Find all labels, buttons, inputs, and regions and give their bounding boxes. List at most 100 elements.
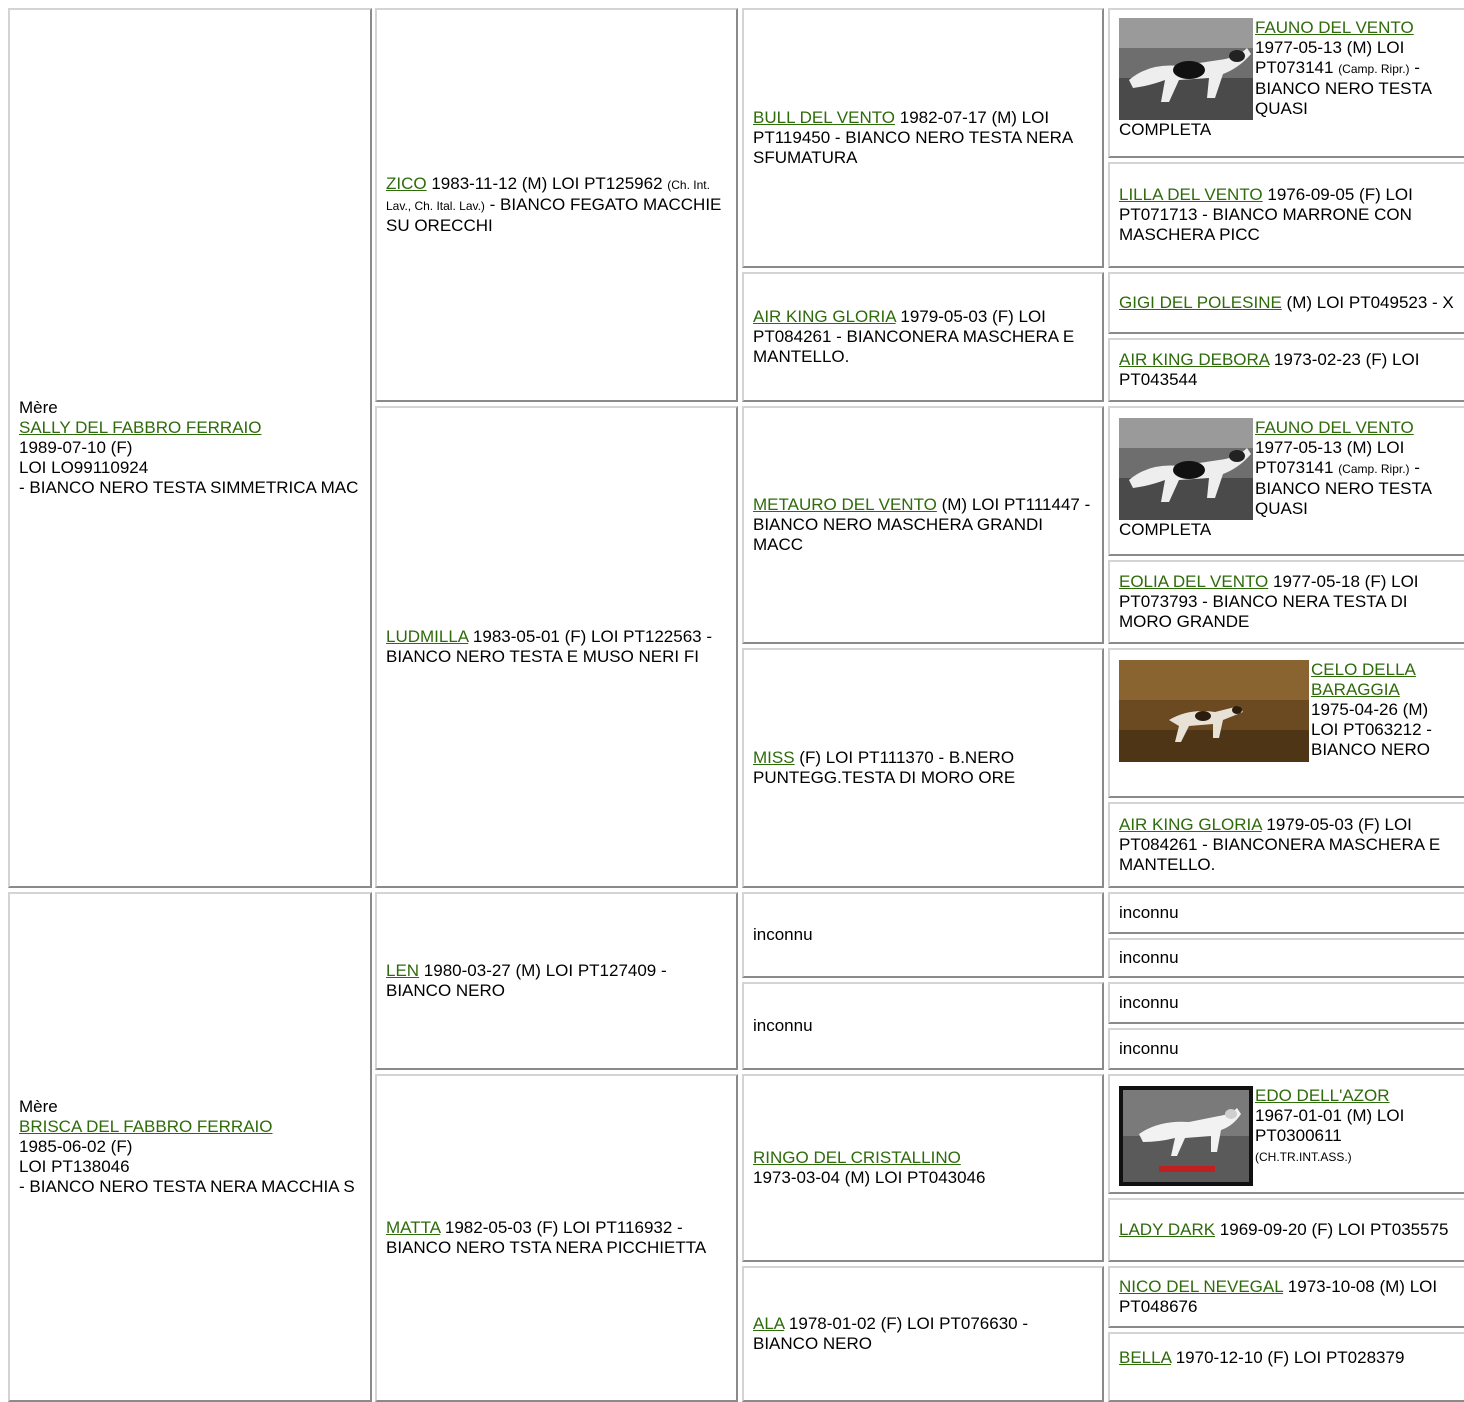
dog-description: - BIANCO NERO TESTA QUASI <box>1255 458 1432 518</box>
description: - BIANCO NERO TESTA SIMMETRICA MAC <box>19 478 359 497</box>
dog-name-link[interactable]: BULL DEL VENTO <box>753 108 896 127</box>
birth-date: 1989-07-10 (F) <box>19 438 133 457</box>
pedigree-cell-g4-unknown: inconnu <box>1108 892 1464 934</box>
unknown-text: inconnu <box>753 925 813 944</box>
dog-entry: ZICO 1983-11-12 (M) LOI PT125962 (Ch. In… <box>386 174 727 236</box>
dog-details: 1979-05-03 (F) LOI PT084261 - BIANCONERA… <box>1119 815 1441 874</box>
dog-name-link[interactable]: MISS <box>753 748 795 767</box>
pedigree-cell-g4-unknown: inconnu <box>1108 938 1464 978</box>
dog-details: 1973-02-23 (F) LOI PT043544 <box>1119 350 1420 389</box>
pedigree-cell-g3-unknown: inconnu <box>742 982 1104 1070</box>
dog-name-link[interactable]: MATTA <box>386 1218 441 1237</box>
dog-titles: (Ch. Int. Lav., Ch. Ital. Lav.) <box>386 178 710 213</box>
dog-name-link[interactable]: NICO DEL NEVEGAL <box>1119 1277 1284 1296</box>
dog-photo[interactable] <box>1119 18 1253 120</box>
dog-entry: LADY DARK 1969-09-20 (F) LOI PT035575 <box>1119 1220 1455 1240</box>
pedigree-cell-g4-unknown: inconnu <box>1108 1028 1464 1070</box>
dog-details: 1973-10-08 (M) LOI PT048676 <box>1119 1277 1438 1316</box>
dog-name-link[interactable]: EDO DELL'AZOR <box>1255 1086 1390 1105</box>
dog-photo[interactable] <box>1119 660 1309 762</box>
pedigree-cell-g3: MISS (F) LOI PT111370 - B.NERO PUNTEGG.T… <box>742 648 1104 888</box>
dog-details: 1967-01-01 (M) LOI PT0300611 <box>1255 1106 1405 1145</box>
dog-name-link[interactable]: SALLY DEL FABBRO FERRAIO <box>19 418 262 437</box>
dog-name-link[interactable]: BRISCA DEL FABBRO FERRAIO <box>19 1117 273 1136</box>
mother-label: Mère <box>19 1097 58 1116</box>
dog-name-link[interactable]: GIGI DEL POLESINE <box>1119 293 1282 312</box>
dog-name-link[interactable]: ZICO <box>386 174 427 193</box>
dog-entry: EDO DELL'AZOR 1967-01-01 (M) LOI PT03006… <box>1119 1086 1455 1186</box>
dog-details: 1975-04-26 (M) LOI PT063212 - BIANCO NER… <box>1311 700 1432 759</box>
dog-entry: MISS (F) LOI PT111370 - B.NERO PUNTEGG.T… <box>753 748 1093 788</box>
dog-details: 1979-05-03 (F) LOI PT084261 - BIANCONERA… <box>753 307 1075 366</box>
pedigree-cell-g4: FAUNO DEL VENTO 1977-05-13 (M) LOI PT073… <box>1108 406 1464 556</box>
dog-entry: ALA 1978-01-02 (F) LOI PT076630 - BIANCO… <box>753 1314 1093 1354</box>
dog-titles: (Camp. Ripr.) <box>1338 462 1410 476</box>
dog-entry: AIR KING GLORIA 1979-05-03 (F) LOI PT084… <box>753 307 1093 367</box>
dog-photo[interactable] <box>1119 418 1253 520</box>
dog-titles: (CH.TR.INT.ASS.) <box>1255 1150 1352 1164</box>
dog-titles: (Camp. Ripr.) <box>1338 62 1410 76</box>
dog-details: (M) LOI PT049523 - X <box>1281 293 1454 312</box>
description: - BIANCO NERO TESTA NERA MACCHIA S <box>19 1177 355 1196</box>
pedigree-cell-g4: EDO DELL'AZOR 1967-01-01 (M) LOI PT03006… <box>1108 1074 1464 1194</box>
dog-name-link[interactable]: LUDMILLA <box>386 627 469 646</box>
pedigree-cell-g2: LUDMILLA 1983-05-01 (F) LOI PT122563 - B… <box>375 406 738 888</box>
mother-label: Mère <box>19 398 58 417</box>
dog-name-link[interactable]: CELO DELLA BARAGGIA <box>1311 660 1416 699</box>
dog-photo[interactable] <box>1119 1086 1253 1186</box>
dog-name-link[interactable]: LADY DARK <box>1119 1220 1216 1239</box>
registration: LOI PT138046 <box>19 1157 130 1176</box>
dog-name-link[interactable]: ALA <box>753 1314 785 1333</box>
dog-name-link[interactable]: AIR KING DEBORA <box>1119 350 1270 369</box>
pedigree-cell-g4: FAUNO DEL VENTO 1977-05-13 (M) LOI PT073… <box>1108 8 1464 158</box>
dog-entry: LUDMILLA 1983-05-01 (F) LOI PT122563 - B… <box>386 627 727 667</box>
dog-details: 1980-03-27 (M) LOI PT127409 - BIANCO NER… <box>386 961 667 1000</box>
dog-entry: FAUNO DEL VENTO 1977-05-13 (M) LOI PT073… <box>1119 418 1455 540</box>
pedigree-cell-g4: NICO DEL NEVEGAL 1973-10-08 (M) LOI PT04… <box>1108 1266 1464 1328</box>
registration: LOI LO99110924 <box>19 458 149 477</box>
dog-entry: AIR KING GLORIA 1979-05-03 (F) LOI PT084… <box>1119 815 1455 875</box>
pedigree-cell-g3: METAURO DEL VENTO (M) LOI PT111447 - BIA… <box>742 406 1104 644</box>
dog-details: 1976-09-05 (F) LOI PT071713 - BIANCO MAR… <box>1119 185 1413 244</box>
pedigree-cell-g4: GIGI DEL POLESINE (M) LOI PT049523 - X <box>1108 272 1464 334</box>
dam-info: Mère BRISCA DEL FABBRO FERRAIO 1985-06-0… <box>19 1097 361 1197</box>
dog-name-link[interactable]: EOLIA DEL VENTO <box>1119 572 1269 591</box>
pedigree-cell-g4: LADY DARK 1969-09-20 (F) LOI PT035575 <box>1108 1198 1464 1262</box>
pedigree-cell-dam-2: Mère BRISCA DEL FABBRO FERRAIO 1985-06-0… <box>8 892 372 1402</box>
dog-entry: MATTA 1982-05-03 (F) LOI PT116932 - BIAN… <box>386 1218 727 1258</box>
dog-name-link[interactable]: FAUNO DEL VENTO <box>1255 18 1414 37</box>
dog-details: 1977-05-13 (M) LOI PT073141 <box>1255 38 1405 77</box>
dog-name-link[interactable]: RINGO DEL CRISTALLINO <box>753 1148 961 1167</box>
dog-entry: BELLA 1970-12-10 (F) LOI PT028379 <box>1119 1348 1455 1368</box>
dog-entry: NICO DEL NEVEGAL 1973-10-08 (M) LOI PT04… <box>1119 1277 1455 1317</box>
pedigree-cell-g2: MATTA 1982-05-03 (F) LOI PT116932 - BIAN… <box>375 1074 738 1402</box>
dog-entry: FAUNO DEL VENTO 1977-05-13 (M) LOI PT073… <box>1119 18 1455 140</box>
pedigree-cell-g4: AIR KING DEBORA 1973-02-23 (F) LOI PT043… <box>1108 338 1464 402</box>
pedigree-cell-g3: ALA 1978-01-02 (F) LOI PT076630 - BIANCO… <box>742 1266 1104 1402</box>
dog-name-link[interactable]: LILLA DEL VENTO <box>1119 185 1263 204</box>
dog-name-link[interactable]: FAUNO DEL VENTO <box>1255 418 1414 437</box>
dog-name-link[interactable]: BELLA <box>1119 1348 1171 1367</box>
pedigree-cell-g3: AIR KING GLORIA 1979-05-03 (F) LOI PT084… <box>742 272 1104 402</box>
dog-details: 1970-12-10 (F) LOI PT028379 <box>1171 1348 1405 1367</box>
dog-name-link[interactable]: METAURO DEL VENTO <box>753 495 937 514</box>
unknown-text: inconnu <box>753 1016 813 1035</box>
dog-name-link[interactable]: AIR KING GLORIA <box>1119 815 1262 834</box>
pedigree-cell-g2: ZICO 1983-11-12 (M) LOI PT125962 (Ch. In… <box>375 8 738 402</box>
dog-entry: BULL DEL VENTO 1982-07-17 (M) LOI PT1194… <box>753 108 1093 168</box>
dog-entry: GIGI DEL POLESINE (M) LOI PT049523 - X <box>1119 293 1455 313</box>
dog-entry: LEN 1980-03-27 (M) LOI PT127409 - BIANCO… <box>386 961 727 1001</box>
dog-details: 1977-05-18 (F) LOI PT073793 - BIANCO NER… <box>1119 572 1419 631</box>
dog-entry: LILLA DEL VENTO 1976-09-05 (F) LOI PT071… <box>1119 185 1455 245</box>
dog-name-link[interactable]: LEN <box>386 961 420 980</box>
unknown-text: inconnu <box>1119 903 1179 922</box>
unknown-text: inconnu <box>1119 993 1179 1012</box>
dog-details: (M) LOI PT111447 - BIANCO NERO MASCHERA … <box>753 495 1091 554</box>
dog-description-tail: COMPLETA <box>1119 120 1212 139</box>
dog-description-tail: COMPLETA <box>1119 520 1212 539</box>
dog-description: - BIANCO NERO TESTA QUASI <box>1255 58 1432 118</box>
pedigree-cell-g4: LILLA DEL VENTO 1976-09-05 (F) LOI PT071… <box>1108 162 1464 268</box>
dog-name-link[interactable]: AIR KING GLORIA <box>753 307 896 326</box>
birth-date: 1985-06-02 (F) <box>19 1137 133 1156</box>
